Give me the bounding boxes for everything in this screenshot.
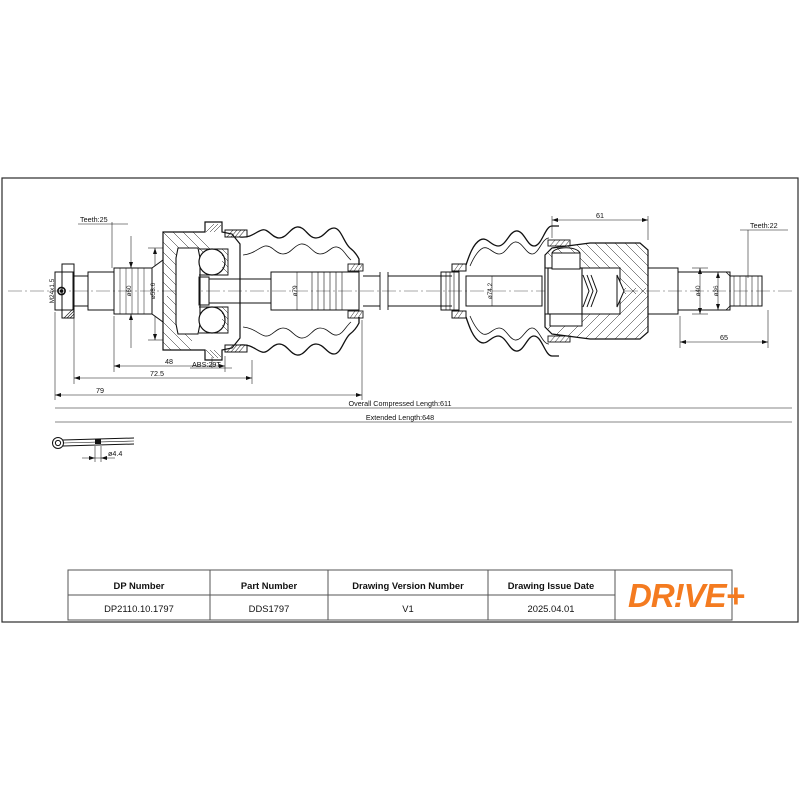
label-dia-40: ø40: [695, 285, 702, 296]
label-dia-53-6: ø53.6: [150, 282, 157, 299]
right-stub-shaft: [647, 267, 763, 315]
left-rubber-boot: [239, 226, 360, 356]
label-overall-compressed: Overall Compressed Length:611: [349, 399, 452, 408]
title-block-value-issue-date: 2025.04.01: [528, 603, 575, 614]
label-abs-ring: ABS:29T: [192, 360, 221, 369]
drawing-frame: [1, 177, 799, 623]
title-block-value-part-number: DDS1797: [249, 603, 290, 614]
label-teeth-right: Teeth:22: [750, 221, 778, 230]
label-len-48: 48: [165, 357, 173, 366]
label-teeth-left: Teeth:25: [80, 215, 108, 224]
label-dia-36: ø36: [713, 285, 720, 296]
abs-tone-ring: [224, 229, 248, 353]
shaft-section-left: [270, 263, 364, 319]
title-block-header-drawing-version: Drawing Version Number: [352, 580, 464, 591]
right-shaft-step: [440, 263, 467, 319]
left-joint-balls: [198, 248, 229, 334]
brand-logo: DR!VE+: [628, 577, 745, 614]
label-dia-4-4: ø4.4: [108, 449, 122, 458]
label-dia-79: ø79: [292, 285, 299, 296]
right-rubber-boot: [465, 225, 559, 357]
cotter-pin-detail: [52, 437, 135, 449]
left-cv-joint-housing: [162, 221, 241, 361]
cotter-pin-arrows: [89, 456, 107, 460]
label-len-61: 61: [596, 211, 604, 220]
right-tripod-housing: [544, 239, 649, 343]
label-len-72-5: 72.5: [150, 369, 164, 378]
label-dia-60: ø60: [126, 285, 133, 296]
label-dia-74-2: ø74.2: [487, 282, 494, 299]
title-block-header-part-number: Part Number: [241, 580, 298, 591]
title-block-value-dp-number: DP2110.10.1797: [104, 603, 174, 614]
label-len-65: 65: [720, 333, 728, 342]
title-block: [67, 569, 733, 621]
title-block-header-dp-number: DP Number: [114, 580, 165, 591]
title-block-value-drawing-version: V1: [402, 603, 413, 614]
right-inner-shaft: [465, 275, 543, 307]
label-thread-left: M24x1.5: [49, 278, 56, 303]
label-len-79: 79: [96, 386, 104, 395]
dimension-lines: [54, 216, 792, 423]
title-block-header-issue-date: Drawing Issue Date: [508, 580, 595, 591]
label-extended-length: Extended Length:648: [366, 413, 434, 422]
dimension-arrows: [55, 218, 768, 397]
cotter-pin-dimension: [82, 446, 115, 462]
